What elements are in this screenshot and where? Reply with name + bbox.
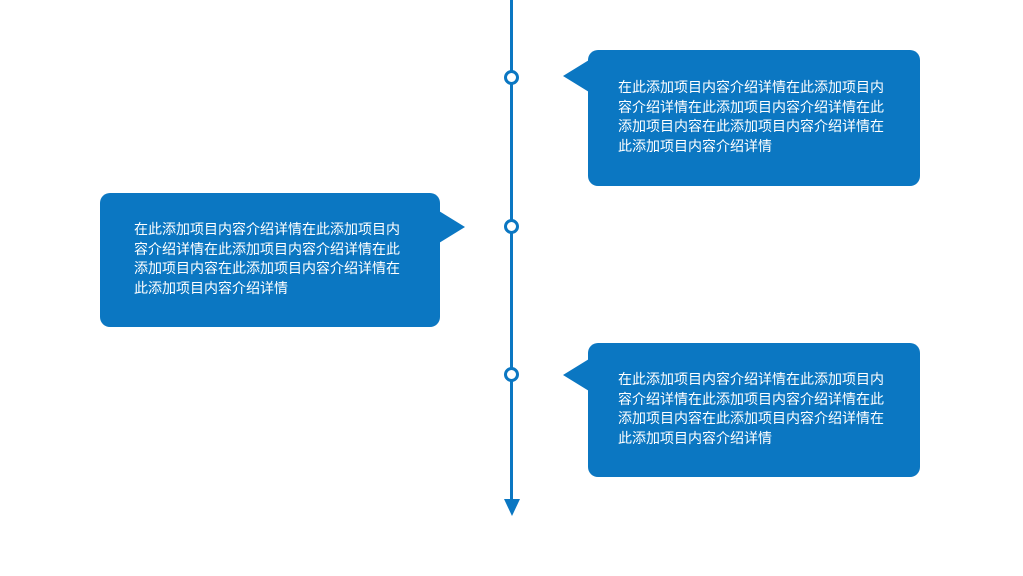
- timeline-node-3: [504, 367, 519, 382]
- timeline-line: [510, 0, 513, 500]
- callout-text-2: 在此添加项目内容介绍详情在此添加项目内容介绍详情在此添加项目内容介绍详情在此添加…: [134, 222, 400, 297]
- timeline-arrowhead-icon: [504, 499, 520, 516]
- timeline-node-2: [504, 219, 519, 234]
- callout-text-3: 在此添加项目内容介绍详情在此添加项目内容介绍详情在此添加项目内容介绍详情在此添加…: [618, 372, 884, 447]
- callout-bubble-2: 在此添加项目内容介绍详情在此添加项目内容介绍详情在此添加项目内容介绍详情在此添加…: [100, 193, 465, 327]
- callout-pointer-right-icon: [439, 211, 465, 243]
- callout-pointer-left-icon: [563, 60, 589, 92]
- callout-text-1: 在此添加项目内容介绍详情在此添加项目内容介绍详情在此添加项目内容介绍详情在此添加…: [618, 80, 884, 155]
- callout-pointer-left-icon: [563, 359, 589, 391]
- callout-bubble-3: 在此添加项目内容介绍详情在此添加项目内容介绍详情在此添加项目内容介绍详情在此添加…: [563, 343, 920, 477]
- callout-bubble-1: 在此添加项目内容介绍详情在此添加项目内容介绍详情在此添加项目内容介绍详情在此添加…: [563, 50, 920, 186]
- timeline-node-1: [504, 70, 519, 85]
